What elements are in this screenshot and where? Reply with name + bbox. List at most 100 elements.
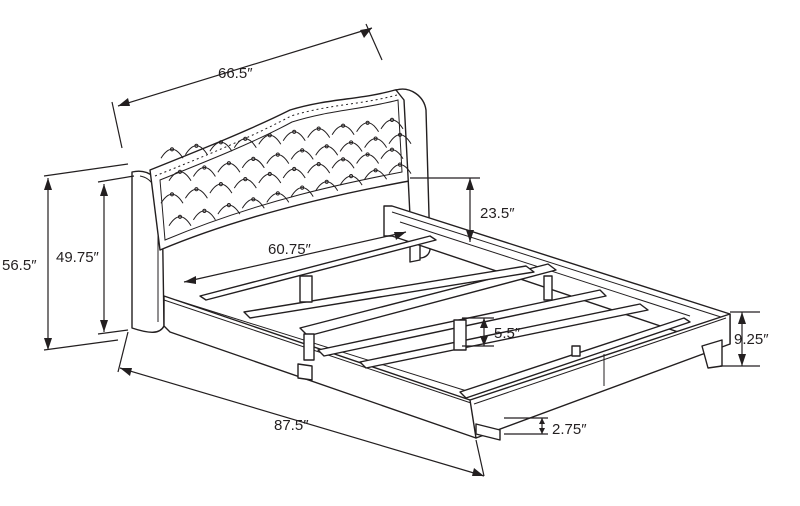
left-side-rail-top-edge: [163, 299, 475, 405]
dim-23-arrow-top: [466, 178, 474, 190]
tuft-fold: [388, 134, 412, 145]
dim-height-ext-bottom: [43, 339, 119, 351]
dim-height-arrow-top: [44, 178, 52, 190]
left-inner-ledge: [175, 299, 471, 393]
tuft-fold: [307, 128, 331, 138]
foot-front-left: [475, 423, 501, 441]
tuft-fold: [380, 149, 404, 159]
foot-left-mid: [297, 363, 313, 381]
label-inner-width: 60.75″: [268, 241, 312, 258]
dim-width-ext-left: [111, 101, 123, 149]
dim-275-arrow-bottom: [539, 428, 545, 434]
tuft-fold: [217, 162, 241, 173]
headboard-nailhead-trim: [154, 94, 398, 177]
slat-4: [359, 303, 649, 369]
dim-275-arrow-top: [539, 418, 545, 424]
dim-length-ext-left: [117, 331, 129, 373]
tuft-fold: [241, 158, 265, 169]
dim-length-line: [119, 367, 485, 477]
dim-height-ext-top: [43, 163, 129, 177]
dim-925-arrow-bottom: [738, 354, 746, 366]
center-beam-joint: [303, 333, 315, 361]
dim-length-ext-right: [475, 439, 485, 477]
label-headboard-width: 66.5″: [218, 65, 253, 82]
dim-hb-height-ext-top: [97, 175, 135, 183]
tuft-fold: [266, 192, 290, 203]
tuft-fold: [217, 204, 241, 215]
tuft-fold: [364, 138, 388, 148]
dim-925-arrow-top: [738, 312, 746, 324]
tuft-fold: [331, 125, 355, 135]
tuft-fold: [160, 148, 184, 159]
dim-length-arrow-left: [120, 368, 132, 376]
dim-hb-height-ext-bottom: [97, 329, 129, 335]
dim-23-arrow-bottom: [466, 230, 474, 242]
foot-rail-top-edge: [473, 317, 727, 405]
tuft-fold: [168, 216, 192, 227]
tuft-fold: [388, 164, 412, 174]
dim-height-arrow-bottom: [44, 338, 52, 350]
tuft-fold: [258, 134, 282, 145]
label-overall-height: 56.5″: [2, 257, 37, 274]
foot-rail: [469, 313, 731, 439]
bed-frame: [163, 205, 731, 441]
headboard-tufted-area: [159, 99, 403, 241]
dim-hb-height-arrow-top: [100, 184, 108, 196]
support-leg-rear: [299, 275, 313, 303]
tuft-fold: [233, 138, 257, 149]
foot-rail-bracket: [571, 345, 581, 357]
tuft-fold: [160, 193, 184, 204]
label-leg-height: 2.75″: [552, 421, 587, 438]
tuft-fold: [209, 141, 233, 152]
dim-inner-width-arrow-right: [394, 232, 406, 240]
tuft-fold: [184, 145, 208, 156]
dim-hb-height-arrow-bottom: [100, 320, 108, 332]
tuft-fold: [266, 154, 290, 164]
label-headboard-top-above-rail: 23.5″: [480, 205, 515, 222]
dim-inner-width-arrow-left: [184, 276, 196, 284]
center-bracket: [543, 275, 553, 301]
slat-5: [459, 317, 691, 399]
tuft-fold: [168, 171, 192, 182]
label-rail-height: 9.25″: [734, 331, 769, 348]
tuft-fold: [339, 142, 363, 152]
dimension-lines: [43, 23, 760, 477]
dim-width-arrow-right: [360, 28, 372, 38]
label-headboard-height: 49.75″: [56, 249, 100, 266]
dim-width-line: [117, 27, 373, 107]
dim-inner-width-line: [183, 231, 407, 283]
tuft-fold: [290, 149, 314, 160]
headboard: [131, 88, 431, 333]
dim-width-arrow-left: [118, 98, 130, 106]
dimension-labels: 66.5″ 56.5″ 49.75″ 23.5″ 60.75″ 5.5″ 9.2…: [2, 65, 769, 438]
tuft-fold: [331, 158, 355, 169]
dim-55-arrow-top: [480, 318, 488, 328]
tuft-fold: [209, 183, 233, 194]
tuft-fold: [315, 145, 339, 156]
slat-1: [199, 235, 437, 301]
label-slat-support-height: 5.5″: [494, 325, 521, 342]
tuft-fold: [282, 131, 306, 142]
tuft-fold: [380, 119, 404, 130]
tuft-fold: [307, 163, 331, 174]
right-side-rail-top-edge: [391, 211, 725, 319]
tuft-fold: [241, 198, 265, 209]
tuft-fold: [192, 167, 216, 177]
label-overall-length: 87.5″: [274, 417, 309, 434]
tuft-fold: [290, 187, 314, 197]
tuft-fold: [233, 178, 257, 189]
tuft-fold: [184, 188, 208, 199]
tuft-fold: [339, 175, 363, 186]
tufting-pattern: [160, 117, 412, 227]
support-leg-front: [453, 319, 467, 351]
tuft-fold: [356, 154, 380, 164]
tuft-fold: [364, 169, 388, 180]
left-side-rail: [163, 295, 477, 439]
dim-length-arrow-right: [472, 468, 484, 476]
dim-55-arrow-bottom: [480, 336, 488, 346]
slat-2: [243, 265, 535, 319]
tuft-fold: [258, 173, 282, 184]
tuft-fold: [356, 122, 380, 133]
